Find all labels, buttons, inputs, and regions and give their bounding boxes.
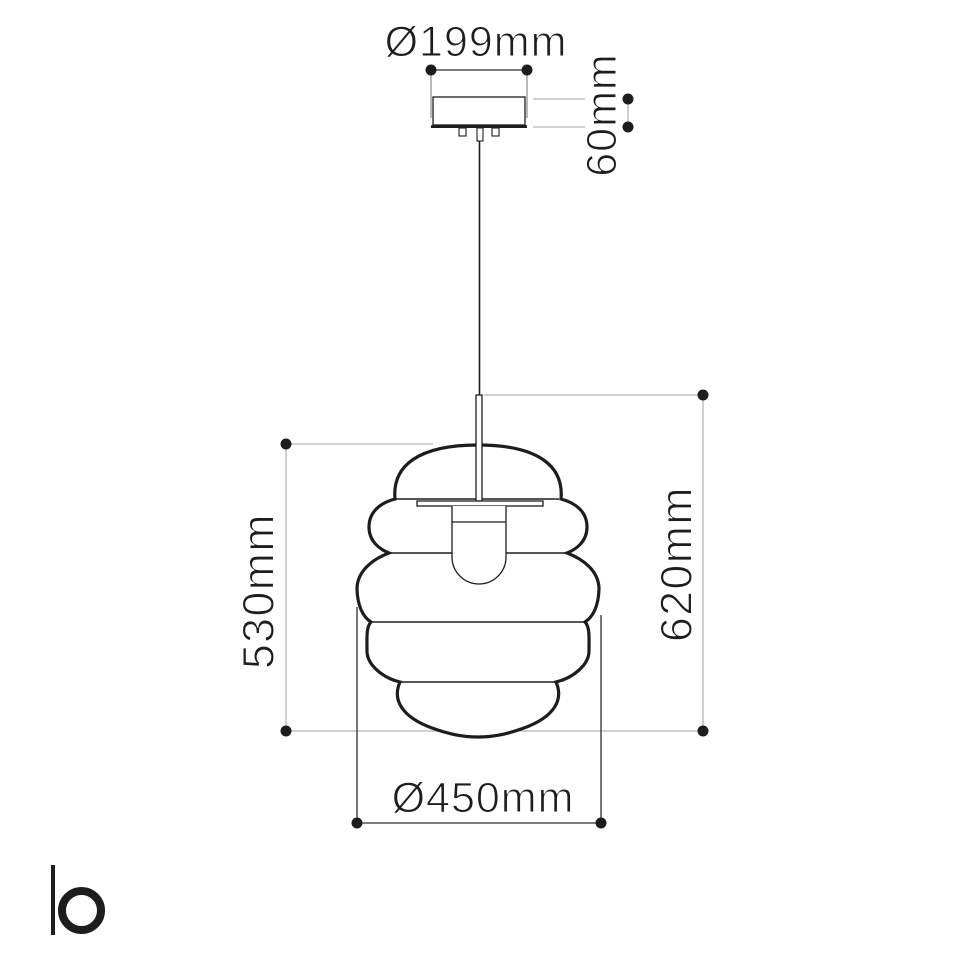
dim-dot: [280, 725, 292, 737]
label-shade-height: 530mm: [235, 513, 284, 669]
dim-dot: [351, 817, 363, 829]
height-dimensions: [285, 98, 704, 732]
dim-dot: [622, 93, 634, 105]
shade-diameter-dimension: [356, 607, 602, 824]
ceiling-canopy: [430, 69, 528, 395]
canopy-tab: [458, 127, 467, 137]
logo-bar: [51, 865, 55, 935]
mounting-plate: [416, 500, 544, 507]
canopy-body: [432, 96, 526, 126]
dim-dot: [425, 64, 437, 76]
bulb: [451, 506, 507, 585]
dim-dot: [595, 817, 607, 829]
logo-ring: [58, 887, 105, 934]
bomma-logo: [51, 865, 105, 935]
dim-dot: [521, 64, 533, 76]
canopy-tab: [491, 127, 500, 137]
dim-dot: [280, 438, 292, 450]
label-overall-height: 620mm: [653, 486, 702, 642]
stem-tube: [475, 394, 483, 502]
label-canopy-height: 60mm: [578, 53, 626, 176]
dimension-labels: Ø199mm 60mm 530mm 620mm Ø450mm: [234, 17, 702, 822]
glass-shade: [355, 394, 601, 739]
shade-outline: [355, 443, 601, 739]
dimension-dots: [280, 64, 709, 829]
cable-grip: [476, 127, 484, 142]
dim-dot: [697, 389, 709, 401]
label-canopy-diameter: Ø199mm: [385, 18, 568, 66]
label-shade-diameter: Ø450mm: [392, 774, 575, 822]
dim-dot: [697, 725, 709, 737]
dim-dot: [622, 121, 634, 133]
